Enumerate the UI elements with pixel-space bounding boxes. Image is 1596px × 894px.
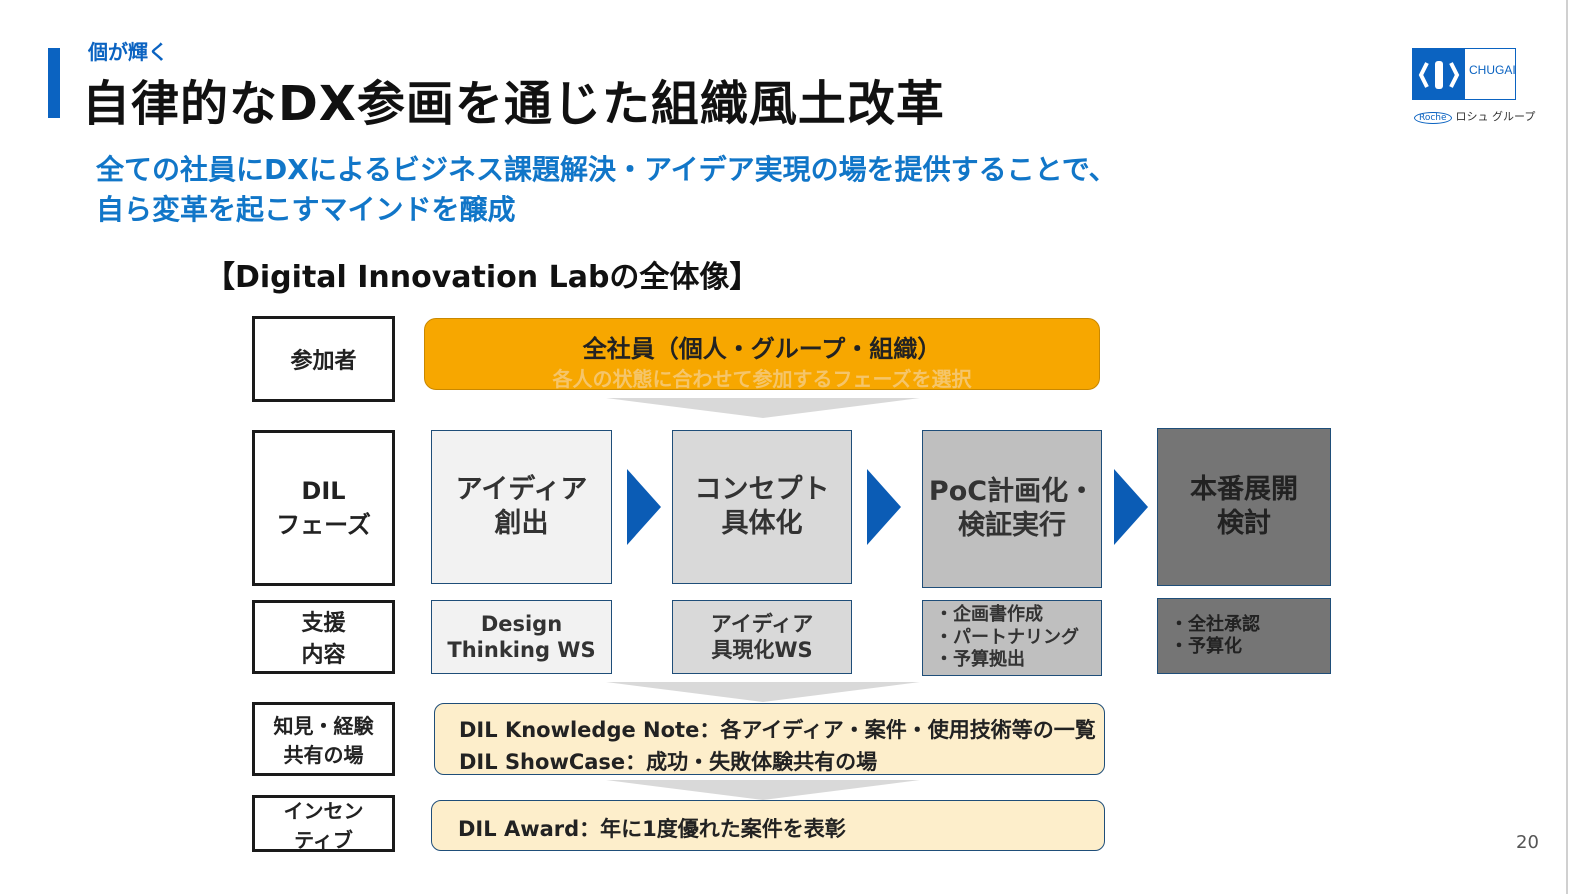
kicker-text: 個が輝く: [88, 40, 168, 64]
logo-brand-text: CHUGAI: [1469, 63, 1516, 77]
row-label-incentive: インセン ティブ: [252, 795, 395, 852]
page-number: 20: [1516, 832, 1539, 853]
phase-box-ideation: アイディア 創出: [431, 430, 612, 584]
down-arrow-shape: [606, 398, 920, 418]
participants-subtitle: 各人の状態に合わせて参加するフェーズを選択: [552, 367, 972, 391]
row-label-phase: DIL フェーズ: [252, 430, 395, 586]
chevron-right-icon: [867, 469, 901, 545]
support-box-poc: ・企画書作成 ・パートナリング ・予算拠出: [922, 600, 1102, 676]
chugai-mark-icon: [1413, 49, 1465, 99]
group-label: ロシュ グループ: [1455, 110, 1536, 123]
incentive-line1: DIL Award：年に1度優れた案件を表彰: [458, 817, 846, 841]
knowledge-box: DIL Knowledge Note：各アイディア・案件・使用技術等の一覧 DI…: [434, 703, 1105, 775]
knowledge-line2: DIL ShowCase：成功・失敗体験共有の場: [459, 750, 878, 774]
incentive-box: DIL Award：年に1度優れた案件を表彰: [431, 800, 1105, 851]
lead-text-line2: 自ら変革を起こすマインドを醸成: [96, 193, 516, 226]
phase-box-production: 本番展開 検討: [1157, 428, 1331, 586]
down-arrow-shape: [606, 682, 920, 702]
title-accent-bar: [48, 48, 60, 118]
participants-box: 全社員（個人・グループ・組織） 各人の状態に合わせて参加するフェーズを選択: [424, 318, 1100, 391]
row-label-participants: 参加者: [252, 316, 395, 402]
roche-badge-icon: Roche: [1414, 112, 1452, 124]
chugai-logo: CHUGAI: [1412, 48, 1516, 100]
support-box-ideation: Design Thinking WS: [431, 600, 612, 674]
chevron-right-icon: [627, 469, 661, 545]
participants-title: 全社員（個人・グループ・組織）: [582, 335, 942, 363]
row-label-knowledge: 知見・経験 共有の場: [252, 702, 395, 776]
slide-title: 自律的なDX参画を通じた組織風土改革: [82, 76, 945, 132]
down-arrow-shape: [606, 780, 920, 800]
phase-box-concept: コンセプト 具体化: [672, 430, 852, 584]
row-label-support: 支援 内容: [252, 600, 395, 674]
section-title: 【Digital Innovation Labの全体像】: [205, 260, 760, 295]
knowledge-line1: DIL Knowledge Note：各アイディア・案件・使用技術等の一覧: [459, 718, 1096, 742]
lead-text-line1: 全ての社員にDXによるビジネス課題解決・アイデア実現の場を提供することで、: [96, 153, 1117, 186]
phase-box-poc: PoC計画化・ 検証実行: [922, 430, 1102, 588]
support-box-concept: アイディア 具現化WS: [672, 600, 852, 674]
chevron-right-icon: [1114, 469, 1148, 545]
support-box-production: ・全社承認 ・予算化: [1157, 598, 1331, 674]
slide-edge-line: [1566, 0, 1568, 894]
